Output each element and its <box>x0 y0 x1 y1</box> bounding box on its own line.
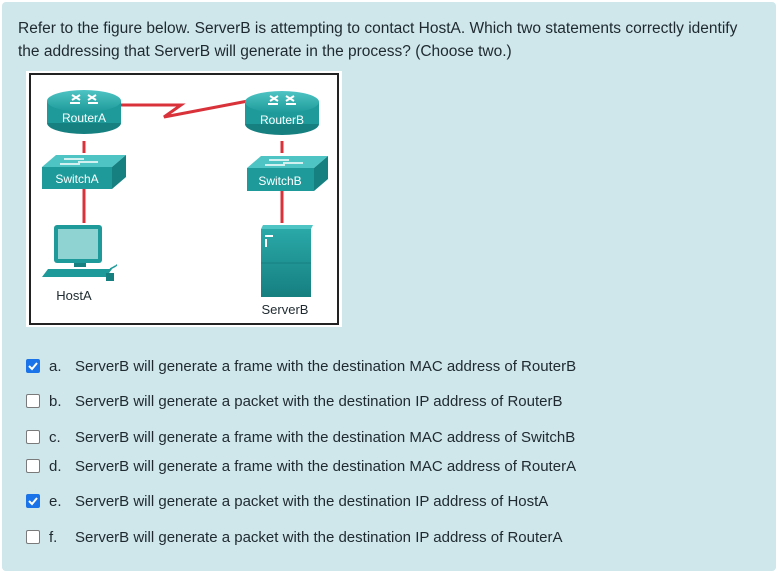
network-diagram: RouterA RouterB SwitchA <box>29 73 339 325</box>
answer-text: ServerB will generate a packet with the … <box>75 492 549 510</box>
answer-letter: d. <box>49 457 62 475</box>
host-a-icon <box>42 225 118 281</box>
checkbox-a[interactable] <box>26 359 40 373</box>
server-b-label: ServerB <box>262 302 309 317</box>
checkbox-c[interactable] <box>26 430 40 444</box>
host-a-label: HostA <box>56 288 92 303</box>
answer-text: ServerB will generate a frame with the d… <box>75 357 577 375</box>
answer-letter: f. <box>49 528 58 546</box>
question-text: Refer to the figure below. ServerB is at… <box>18 20 738 60</box>
router-b-icon <box>245 91 319 135</box>
answer-letter: c. <box>49 428 61 446</box>
answer-option-d[interactable]: d. ServerB will generate a frame with th… <box>26 455 576 477</box>
check-icon <box>28 362 38 371</box>
switch-b-icon <box>247 156 328 191</box>
answer-text: ServerB will generate a frame with the d… <box>75 428 576 446</box>
router-a-label: RouterA <box>62 111 106 125</box>
checkbox-f[interactable] <box>26 530 40 544</box>
server-b-icon <box>261 225 313 297</box>
answer-option-c[interactable]: c. ServerB will generate a frame with th… <box>26 426 575 448</box>
network-figure: RouterA RouterB SwitchA <box>26 71 342 327</box>
answer-letter: b. <box>49 392 62 410</box>
check-icon <box>28 497 38 506</box>
router-b-label: RouterB <box>260 113 304 127</box>
checkbox-e[interactable] <box>26 494 40 508</box>
answer-option-b[interactable]: b. ServerB will generate a packet with t… <box>26 390 563 412</box>
switch-a-label: SwitchA <box>55 172 98 186</box>
answer-option-f[interactable]: f. ServerB will generate a packet with t… <box>26 526 563 548</box>
switch-a-icon <box>42 155 126 189</box>
checkbox-d[interactable] <box>26 459 40 473</box>
answer-option-a[interactable]: a. ServerB will generate a frame with th… <box>26 355 576 377</box>
wan-link <box>118 99 249 119</box>
checkbox-b[interactable] <box>26 394 40 408</box>
answer-letter: a. <box>49 357 62 375</box>
answer-text: ServerB will generate a packet with the … <box>75 528 563 546</box>
answer-text: ServerB will generate a packet with the … <box>75 392 563 410</box>
answer-text: ServerB will generate a frame with the d… <box>75 457 577 475</box>
answer-option-e[interactable]: e. ServerB will generate a packet with t… <box>26 490 548 512</box>
switch-b-label: SwitchB <box>258 174 301 188</box>
answer-letter: e. <box>49 492 62 510</box>
router-a-icon <box>47 90 121 134</box>
